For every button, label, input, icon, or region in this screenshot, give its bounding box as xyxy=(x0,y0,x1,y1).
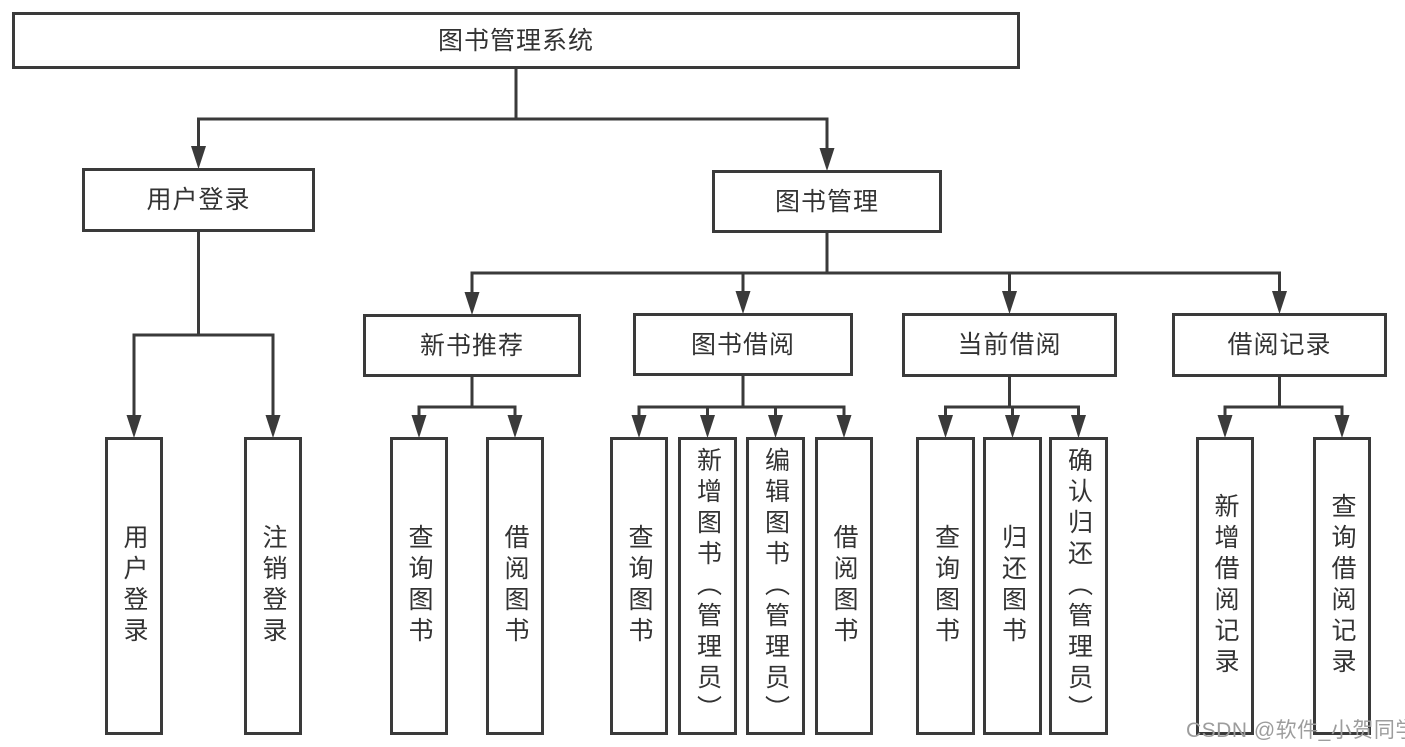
node-borrowing-records: 借阅记录 xyxy=(1172,313,1387,377)
node-library-management-system: 图书管理系统 xyxy=(12,12,1020,69)
leaf-add-books-admin: 新增图书（管理员） xyxy=(678,437,737,735)
node-user-login: 用户登录 xyxy=(82,168,315,232)
csdn-watermark: CSDN @软件_小贺同学 xyxy=(1186,719,1405,742)
node-book-borrowing: 图书借阅 xyxy=(633,313,853,376)
leaf-query-books-recommend: 查询图书 xyxy=(390,437,448,735)
leaf-return-books: 归还图书 xyxy=(983,437,1042,735)
leaf-add-borrow-record: 新增借阅记录 xyxy=(1196,437,1254,735)
leaf-confirm-return-admin: 确认归还（管理员） xyxy=(1049,437,1108,735)
leaf-query-books-borrow: 查询图书 xyxy=(610,437,668,735)
node-new-book-recommendation: 新书推荐 xyxy=(363,314,581,377)
leaf-borrow-books-recommend: 借阅图书 xyxy=(486,437,544,735)
leaf-borrow-books: 借阅图书 xyxy=(815,437,873,735)
leaf-query-books-current: 查询图书 xyxy=(916,437,975,735)
leaf-logout: 注销登录 xyxy=(244,437,302,735)
leaf-user-login: 用户登录 xyxy=(105,437,163,735)
node-current-borrowing: 当前借阅 xyxy=(902,313,1117,377)
node-book-management: 图书管理 xyxy=(712,170,942,233)
leaf-query-borrow-record: 查询借阅记录 xyxy=(1313,437,1371,735)
leaf-edit-books-admin: 编辑图书（管理员） xyxy=(746,437,805,735)
